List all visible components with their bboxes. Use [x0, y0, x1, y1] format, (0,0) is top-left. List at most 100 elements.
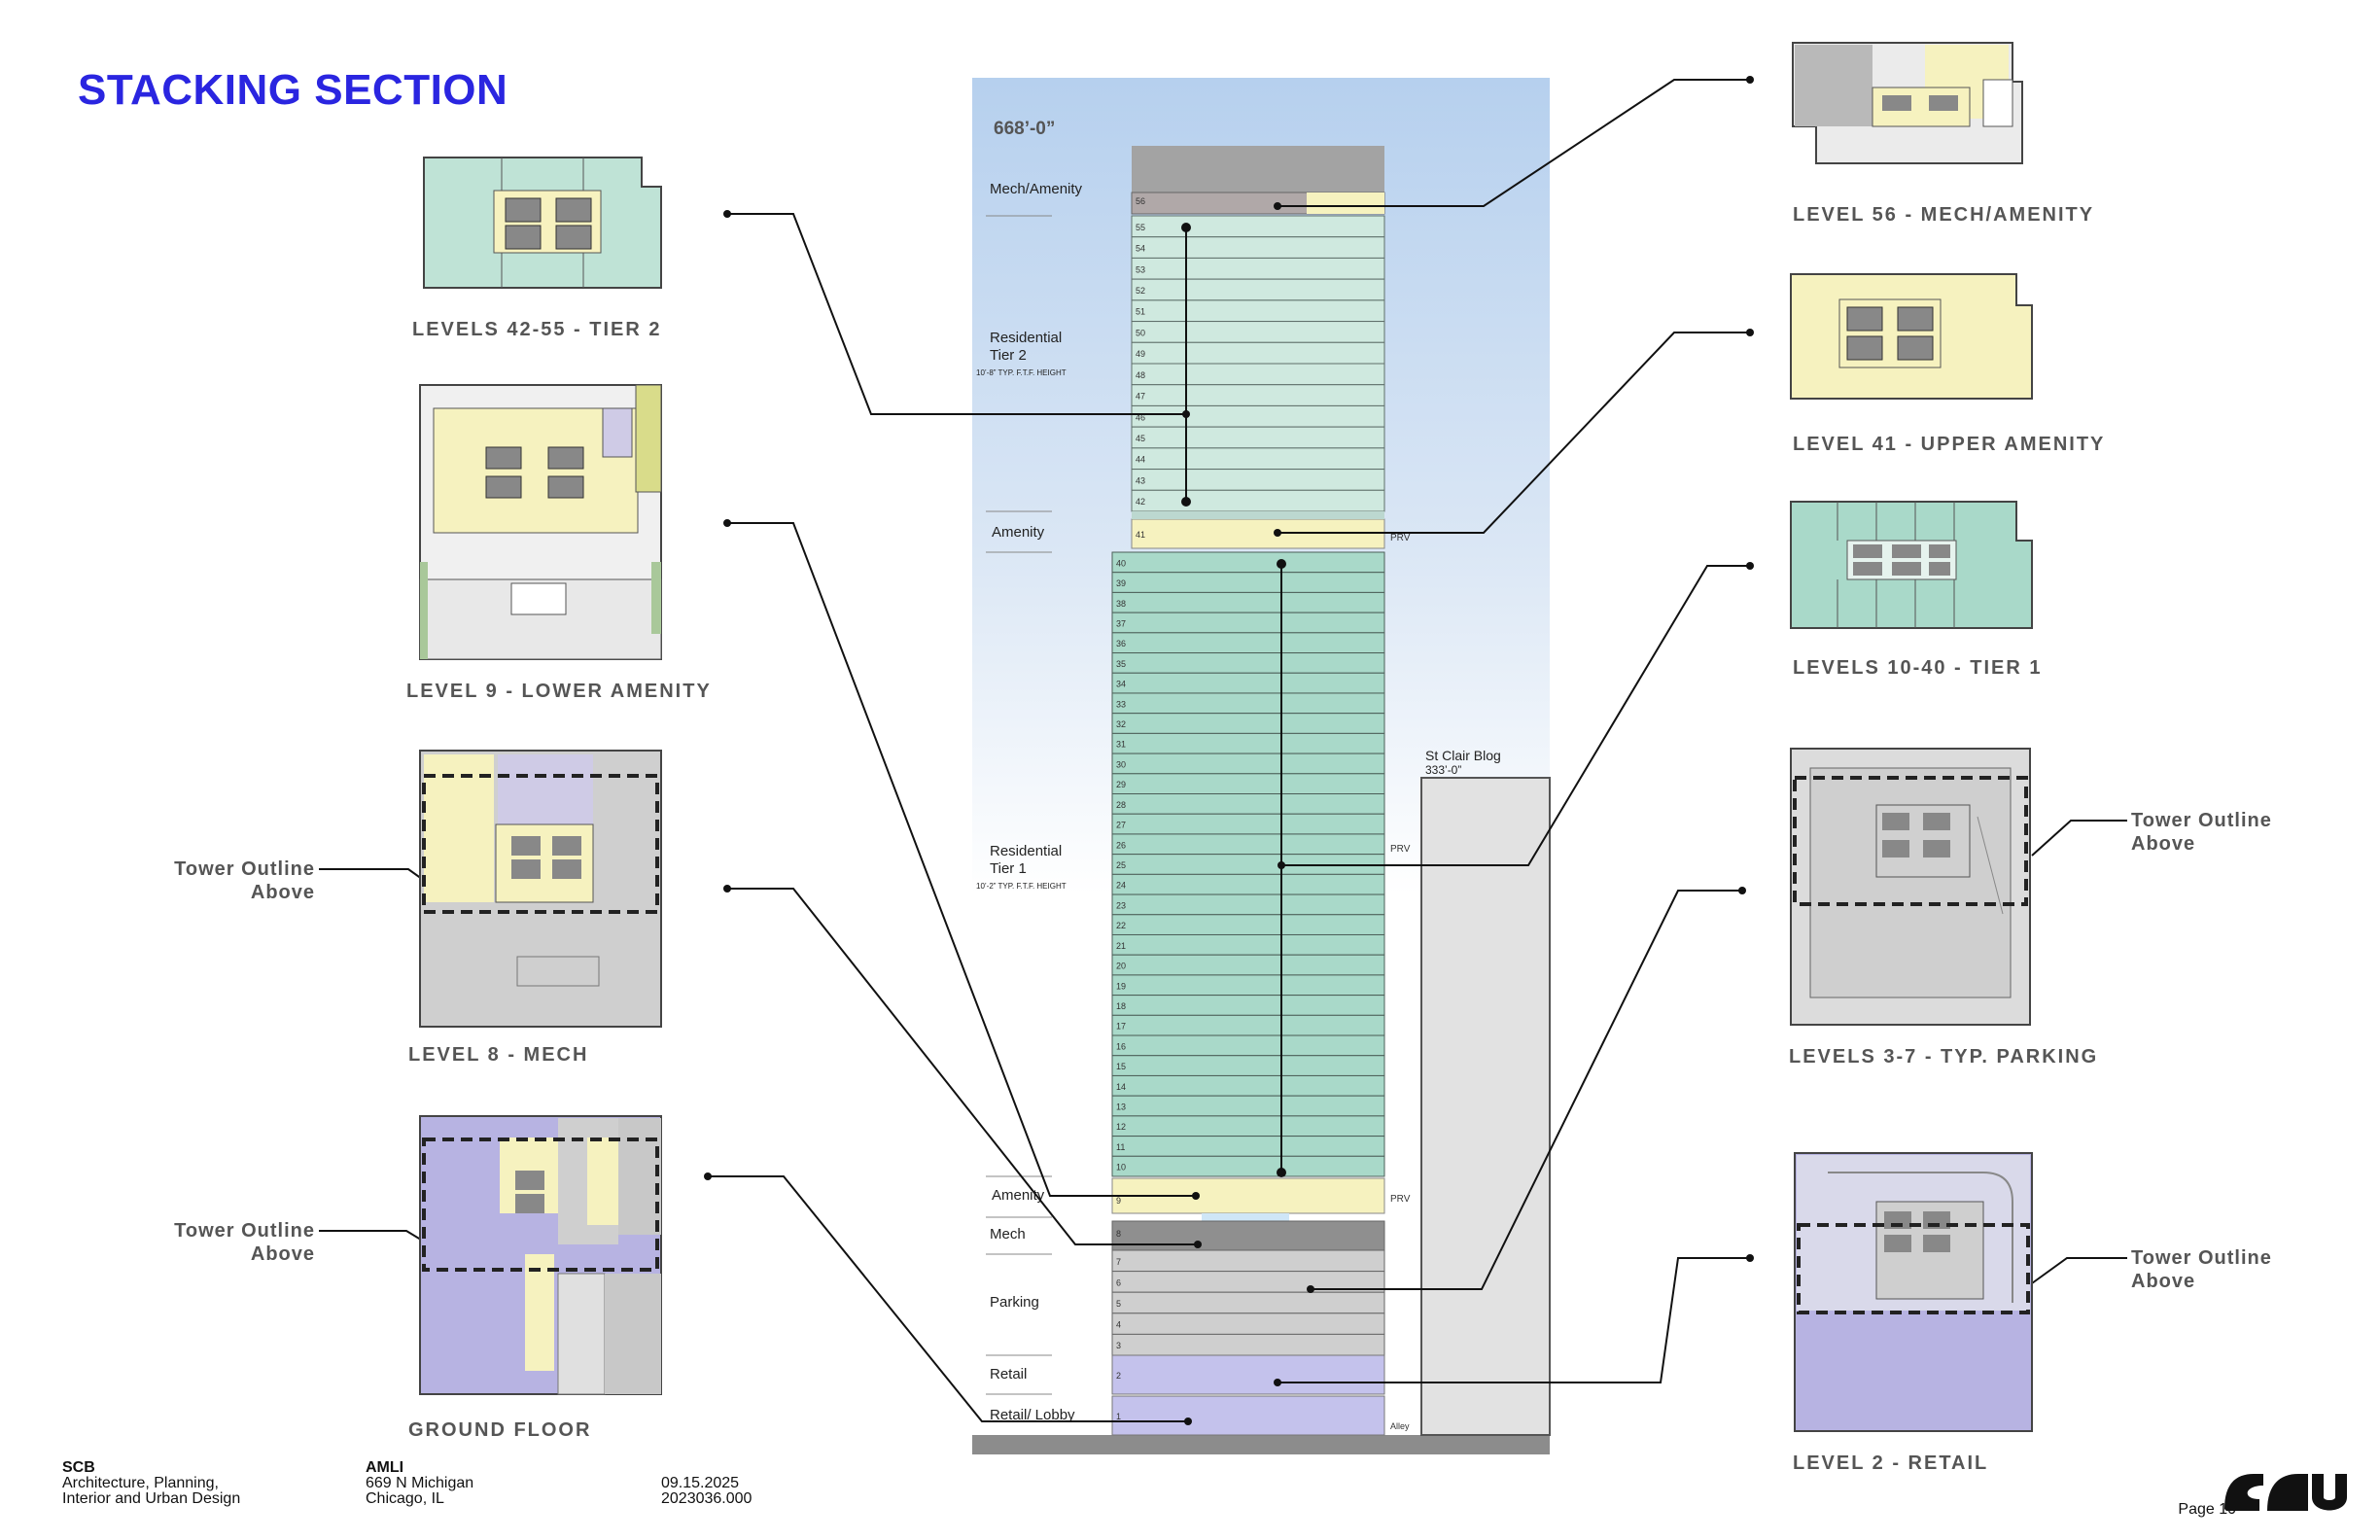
plan-label-tier2: LEVELS 42-55 - TIER 2: [412, 319, 662, 340]
plan-parking: [1790, 748, 2031, 1026]
tower-level-45: [1131, 426, 1385, 449]
floor-number-15: 15: [1116, 1062, 1126, 1071]
plan-tier1: [1790, 501, 2033, 629]
floor-number-48: 48: [1136, 370, 1145, 380]
tower-level-13: [1111, 1095, 1385, 1117]
floor-number-33: 33: [1116, 699, 1126, 709]
tower-level-33: [1111, 692, 1385, 715]
leader-dot: [1746, 562, 1754, 570]
plan-tier2: [423, 157, 662, 289]
floor-number-20: 20: [1116, 962, 1126, 971]
tower-level-9-pool: [1202, 1213, 1289, 1221]
floor-number-14: 14: [1116, 1082, 1126, 1092]
firm-logo: [2224, 1474, 2347, 1511]
floor-number-23: 23: [1116, 900, 1126, 910]
tower-outline-note-retail: Tower Outline Above: [2131, 1246, 2287, 1293]
firm-line1: Architecture, Planning,: [62, 1475, 219, 1491]
tower-level-42: [1131, 489, 1385, 512]
floor-number-25: 25: [1116, 860, 1126, 870]
tower-outline-line2: Above: [2131, 833, 2196, 855]
floor-number-7: 7: [1116, 1257, 1121, 1267]
leader-tower-outline-retail: [2031, 1257, 2127, 1284]
leader-mech: [727, 888, 1198, 1245]
zone-label-retail: Retail: [990, 1366, 1027, 1382]
floor-number-32: 32: [1116, 719, 1126, 729]
leader-dot: [723, 885, 731, 892]
tower-level-36: [1111, 632, 1385, 654]
tower-level-50: [1131, 321, 1385, 343]
leader-dot: [1274, 529, 1281, 537]
stack-dot: [1277, 1168, 1286, 1177]
leader-parking: [1311, 890, 1742, 1290]
neighbor-name: St Clair Blog: [1425, 748, 1501, 763]
tower-level-1: [1111, 1395, 1385, 1436]
tower-outline-line1: Tower Outline: [174, 1220, 315, 1242]
tower-level-14: [1111, 1074, 1385, 1097]
floor-number-37: 37: [1116, 618, 1126, 628]
plan-retail: [1794, 1152, 2033, 1432]
floor-number-26: 26: [1116, 840, 1126, 850]
floor-number-41: 41: [1136, 530, 1145, 540]
floor-number-54: 54: [1136, 244, 1145, 254]
leader-retail: [1278, 1257, 1750, 1383]
floor-number-27: 27: [1116, 821, 1126, 830]
floor-number-30: 30: [1116, 759, 1126, 769]
leader-dot: [1746, 329, 1754, 336]
floor-number-21: 21: [1116, 941, 1126, 951]
leader-mech-amenity: [1278, 79, 1750, 207]
tower-level-29: [1111, 773, 1385, 795]
tower-level-48: [1131, 363, 1385, 386]
zone-label-res-tier2-b: Tier 2: [990, 347, 1027, 364]
floor-number-45: 45: [1136, 434, 1145, 443]
floor-number-18: 18: [1116, 1001, 1126, 1011]
zone-label-parking: Parking: [990, 1294, 1039, 1311]
tower-level-31: [1111, 732, 1385, 754]
stack-dot: [1277, 559, 1286, 569]
tower-level-34: [1111, 672, 1385, 694]
leader-dot: [1746, 76, 1754, 84]
leader-dot: [1274, 202, 1281, 210]
tower-level-11: [1111, 1136, 1385, 1157]
tower-outline-line1: Tower Outline: [2131, 1247, 2272, 1269]
leader-dot: [1192, 1192, 1200, 1200]
floor-number-40: 40: [1116, 558, 1126, 568]
leader-dot: [1194, 1241, 1202, 1248]
plan-mech: [419, 750, 662, 1028]
project-number: 2023036.000: [661, 1490, 752, 1507]
tower-level-12: [1111, 1115, 1385, 1138]
floor-number-43: 43: [1136, 475, 1145, 485]
leader-dot: [1746, 1254, 1754, 1262]
plan-label-tier1: LEVELS 10-40 - TIER 1: [1793, 657, 2043, 679]
floor-number-29: 29: [1116, 780, 1126, 789]
tower-level-19: [1111, 974, 1385, 997]
floor-number-12: 12: [1116, 1122, 1126, 1132]
floor-number-46: 46: [1136, 412, 1145, 422]
leader-dot: [1278, 861, 1285, 869]
neighbor-building: [1420, 777, 1551, 1436]
zone-label-mech-amenity: Mech/Amenity: [990, 181, 1083, 197]
floor-number-11: 11: [1116, 1142, 1125, 1152]
zone-label-res-tier2: Residential: [990, 330, 1062, 346]
prv-label-26: PRV: [1390, 844, 1411, 855]
tower-level-21: [1111, 933, 1385, 956]
floor-number-19: 19: [1116, 981, 1126, 991]
floor-number-56: 56: [1136, 196, 1145, 206]
floor-number-52: 52: [1136, 286, 1145, 296]
issue-date: 09.15.2025: [661, 1475, 740, 1491]
tower-outline-line1: Tower Outline: [174, 858, 315, 880]
floor-number-6: 6: [1116, 1278, 1121, 1287]
tower-outline-line2: Above: [250, 1243, 315, 1265]
zone-note-res-tier1: 10’-2” TYP. F.T.F. HEIGHT: [976, 882, 1067, 891]
plan-ground: [419, 1115, 662, 1395]
zone-label-retail-lobby: Retail/ Lobby: [990, 1407, 1075, 1423]
floor-number-50: 50: [1136, 328, 1145, 337]
floor-number-2: 2: [1116, 1371, 1121, 1381]
tower-outline-line2: Above: [250, 882, 315, 903]
ground-line: [972, 1435, 1550, 1454]
floor-number-22: 22: [1116, 921, 1126, 930]
leader-dot: [704, 1172, 712, 1180]
plan-label-ground: GROUND FLOOR: [408, 1419, 592, 1441]
floor-number-44: 44: [1136, 455, 1145, 465]
zone-label-res-tier1-b: Tier 1: [990, 860, 1027, 877]
